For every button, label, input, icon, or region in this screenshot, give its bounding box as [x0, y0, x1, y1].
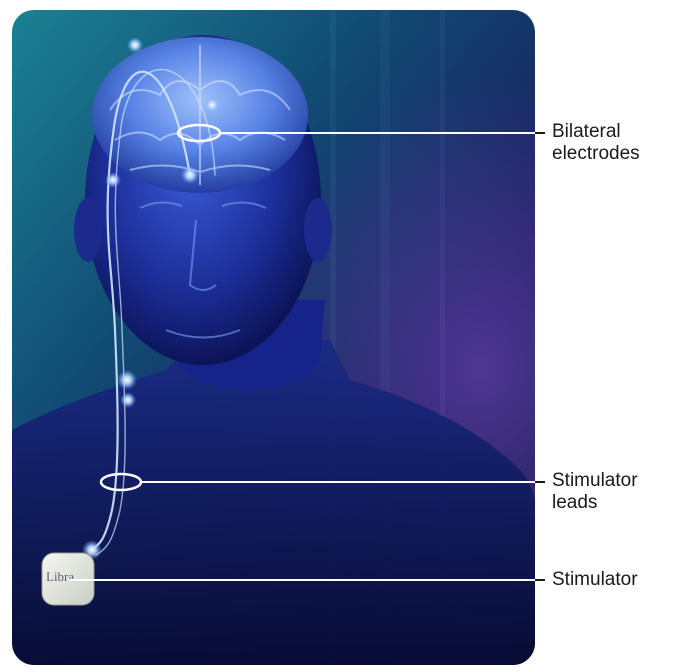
- leads-label-line2: leads: [552, 492, 638, 514]
- illustration-panel: Libra: [12, 10, 545, 665]
- bilateral-electrodes-label: Bilateral electrodes: [552, 121, 640, 165]
- stimulator-leads-label: Stimulator leads: [552, 470, 638, 514]
- electrodes-label-line2: electrodes: [552, 143, 640, 165]
- stimulator-label-text: Stimulator: [552, 569, 638, 591]
- leads-label-line1: Stimulator: [552, 470, 638, 492]
- stimulator-label: Stimulator: [552, 569, 638, 591]
- device-brand: Libra: [46, 569, 74, 584]
- electrodes-label-line1: Bilateral: [552, 121, 640, 143]
